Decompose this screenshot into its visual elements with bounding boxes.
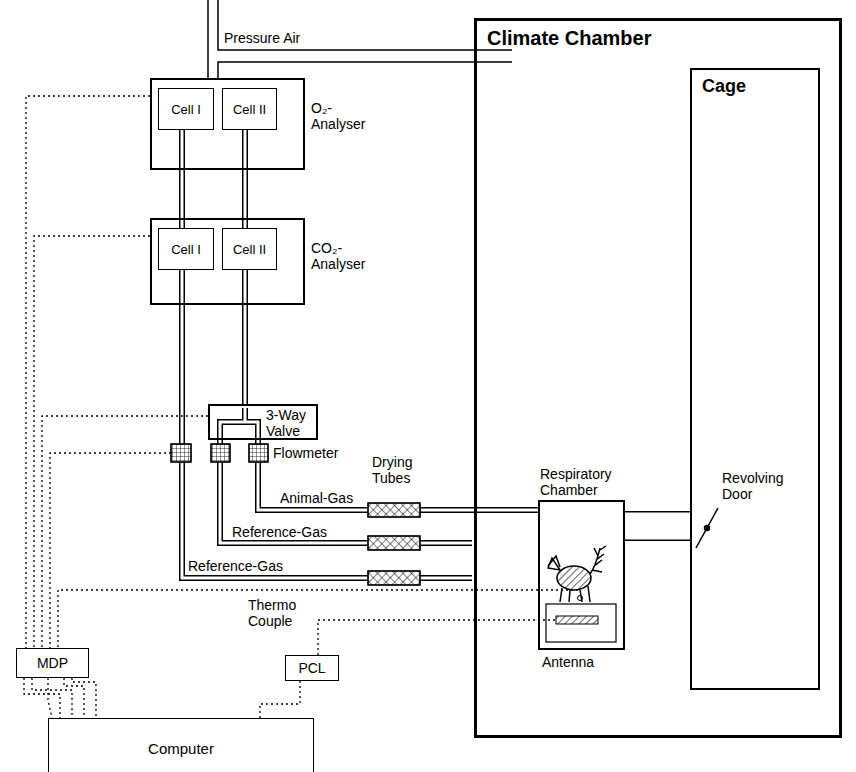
signal-wire bbox=[26, 96, 150, 648]
part-label: Revolving Door bbox=[722, 470, 802, 502]
node-label: Cell I bbox=[159, 242, 213, 257]
gas-tube bbox=[258, 440, 538, 510]
node-label: Cell I bbox=[159, 102, 213, 117]
signal-wire bbox=[34, 236, 150, 648]
gas-tube bbox=[245, 270, 246, 404]
node-label: Computer bbox=[49, 740, 313, 757]
computer-box: Computer bbox=[48, 718, 314, 772]
gas-label: Animal-Gas bbox=[280, 490, 353, 506]
gas-tube bbox=[182, 130, 183, 228]
node-label: MDP bbox=[17, 655, 88, 671]
signal-wire bbox=[42, 416, 208, 648]
part-label: Flowmeter bbox=[273, 445, 338, 461]
node-label: CO₂-Analyser bbox=[311, 240, 385, 272]
part-label: Antenna bbox=[542, 654, 594, 670]
analyser-box: CO₂-AnalyserCell ICell II bbox=[150, 218, 305, 305]
respiratory-chamber: Respiratory Chamber bbox=[538, 500, 625, 650]
gas-label: Reference-Gas bbox=[232, 524, 327, 540]
mdp-box: MDP bbox=[16, 648, 89, 678]
signal-wire bbox=[48, 678, 52, 718]
pcl-box: PCL bbox=[285, 655, 339, 681]
part-label: Thermo Couple bbox=[248, 597, 304, 629]
node-label: O₂-Analyser bbox=[311, 100, 385, 132]
cell-box: Cell II bbox=[222, 88, 277, 130]
gas-tube bbox=[245, 130, 246, 228]
node-label: 3-Way Valve bbox=[266, 407, 312, 439]
cell-box: Cell I bbox=[158, 228, 214, 270]
analyser-box: O₂-AnalyserCell ICell II bbox=[150, 78, 305, 170]
pipe-label: Pressure Air bbox=[224, 30, 300, 46]
node-label: Climate Chamber bbox=[487, 27, 652, 50]
node-label: PCL bbox=[286, 660, 338, 676]
node-label: Cell II bbox=[223, 242, 276, 257]
node-label: Cage bbox=[702, 76, 746, 97]
cage-box: Cage bbox=[690, 68, 820, 690]
node-label: Respiratory Chamber bbox=[540, 466, 636, 498]
node-label: Cell II bbox=[223, 102, 276, 117]
part-label: Drying Tubes bbox=[372, 454, 428, 486]
cell-box: Cell I bbox=[158, 88, 214, 130]
signal-wire bbox=[260, 681, 300, 718]
valve-box: 3-Way Valve bbox=[208, 404, 318, 440]
gas-tube bbox=[625, 526, 690, 527]
climate-chamber: Climate ChamberCageRespiratory Chamber bbox=[474, 18, 842, 738]
gas-label: Reference-Gas bbox=[188, 558, 283, 574]
cell-box: Cell II bbox=[222, 228, 277, 270]
